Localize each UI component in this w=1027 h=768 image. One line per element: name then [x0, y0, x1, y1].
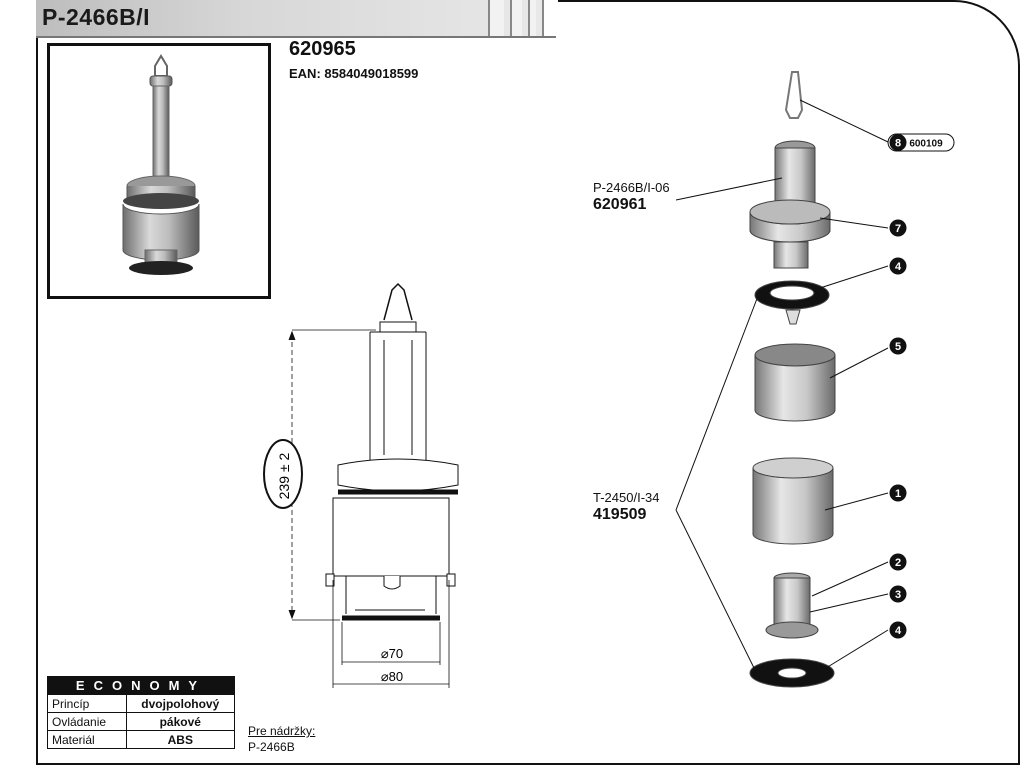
callout-label: 4 — [895, 625, 902, 637]
callout-badge — [889, 337, 907, 355]
top-assembly-label: P-2466B/I-06 — [593, 180, 670, 195]
top-assembly-number: 620961 — [593, 196, 647, 213]
spec-table: ECONOMY Princíp dvojpolohový Ovládanie p… — [47, 676, 236, 749]
spec-heading: ECONOMY — [47, 676, 235, 695]
header-stripe — [510, 0, 522, 36]
callout-badge — [889, 219, 907, 237]
product-code: 620965 — [289, 38, 356, 60]
callout-badge — [889, 134, 907, 151]
spec-label: Materiál — [47, 730, 127, 749]
callout-label: 8 — [895, 138, 901, 150]
callout-badge — [889, 553, 907, 571]
callout-label: 1 — [895, 488, 901, 500]
callouts: 8 600109 7 4 5 1 2 3 4 — [887, 133, 955, 639]
mid-assembly-number: 419509 — [593, 506, 647, 523]
callout-badge — [889, 585, 907, 603]
callout-label: 7 — [895, 223, 901, 235]
spec-value: ABS — [125, 730, 236, 749]
product-photo — [47, 43, 271, 299]
header-stripe — [528, 0, 536, 36]
side-view-drawing — [263, 282, 459, 688]
header-bar — [36, 0, 558, 38]
spec-label: Princíp — [47, 694, 127, 713]
inner-diameter: ⌀70 — [381, 646, 403, 661]
callout-badge — [889, 257, 907, 275]
height-dimension: 239 ± 2 — [276, 452, 292, 499]
spec-value: dvojpolohový — [125, 694, 236, 713]
spec-row: Princíp dvojpolohový — [47, 694, 236, 713]
spec-label: Ovládanie — [47, 712, 127, 731]
callout-part-code: 600109 — [909, 139, 943, 150]
page-title: P-2466B/I — [42, 4, 151, 30]
product-photo-image — [122, 54, 200, 275]
ean-code: EAN: 8584049018599 — [289, 66, 419, 81]
callout-badge — [889, 621, 907, 639]
tank-model: P-2466B — [248, 740, 295, 754]
exploded-view — [749, 71, 836, 688]
outer-diameter: ⌀80 — [381, 669, 403, 684]
callout-label: 5 — [895, 341, 901, 353]
leader-lines — [675, 99, 889, 673]
spec-value: pákové — [125, 712, 236, 731]
spec-row: Ovládanie pákové — [47, 712, 236, 731]
tank-label: Pre nádržky: — [248, 724, 316, 738]
spec-row: Materiál ABS — [47, 730, 236, 749]
callout-label: 2 — [895, 557, 901, 569]
callout-label: 4 — [895, 261, 902, 273]
header-stripe — [542, 0, 558, 36]
callout-label: 3 — [895, 589, 901, 601]
callout-badge — [889, 484, 907, 502]
mid-assembly-label: T-2450/I-34 — [593, 490, 660, 505]
header-stripe — [488, 0, 504, 36]
